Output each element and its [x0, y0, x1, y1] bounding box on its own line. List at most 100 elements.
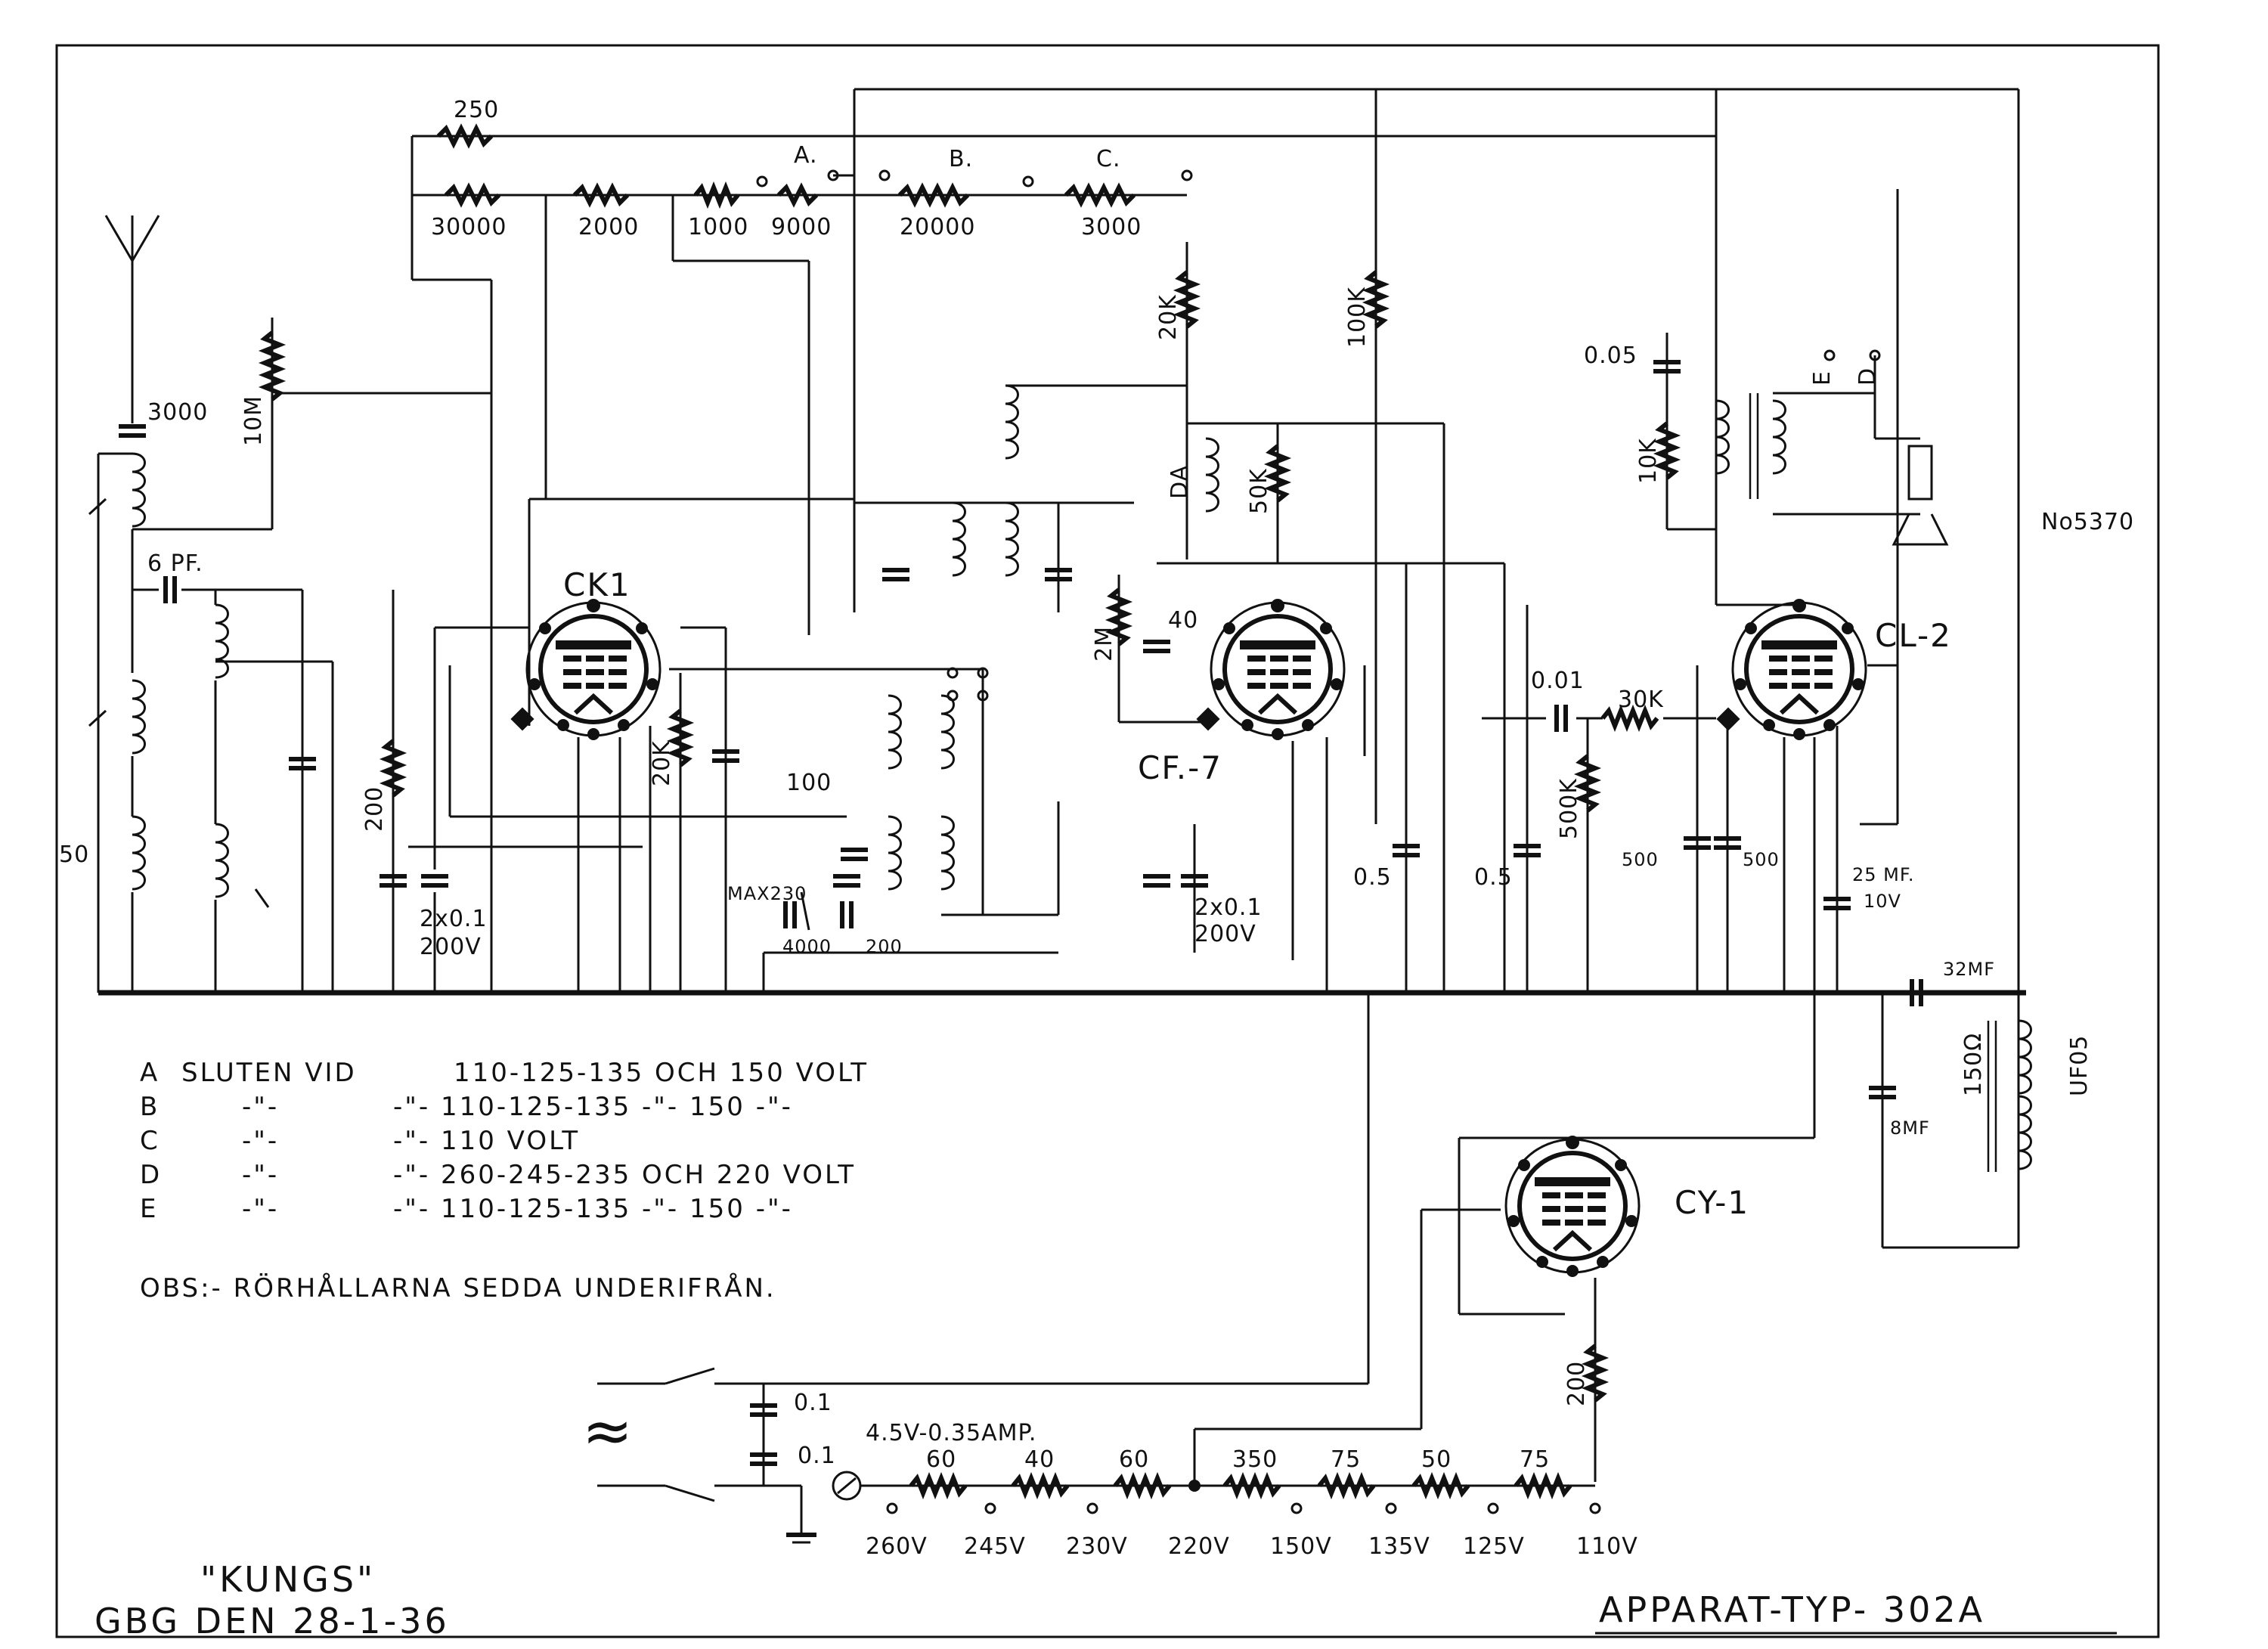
label-6pf: 6 PF.	[147, 550, 203, 577]
antenna	[104, 215, 160, 423]
drawing-border	[55, 44, 2160, 1638]
drawing-date: GBG DEN 28-1-36	[94, 1601, 450, 1641]
label-75-a: 75	[1331, 1446, 1361, 1473]
cf7-label: CF.-7	[1138, 749, 1222, 786]
label-10m: 10M	[240, 395, 267, 446]
legend-key: B	[140, 1092, 160, 1122]
legend-col1: SLUTEN VID	[181, 1058, 357, 1088]
label-9000: 9000	[771, 214, 832, 240]
label-150v: 150V	[1270, 1533, 1332, 1560]
label-0.1-a: 0.1	[794, 1390, 832, 1416]
label-r200: 200	[361, 786, 388, 832]
label-da: DA	[1167, 465, 1193, 499]
label-50: 50	[59, 842, 89, 868]
label-max230: MAX230	[727, 883, 807, 904]
ck1-pins	[577, 626, 983, 993]
label-60-b: 60	[1119, 1446, 1149, 1473]
label-50k: 50K	[1246, 468, 1272, 514]
label-2m: 2M	[1091, 626, 1117, 662]
output-stage	[1653, 333, 1949, 546]
legend-key: C	[140, 1126, 160, 1156]
label-50: 50	[1421, 1446, 1452, 1473]
input-circuit	[88, 426, 333, 993]
label-200v-a: 200V	[420, 934, 482, 960]
tap-e-label: E	[1809, 370, 1836, 386]
label-1000: 1000	[688, 214, 748, 240]
label-20k-cf7: 20K	[1155, 294, 1182, 340]
label-uf05: UF05	[2066, 1035, 2093, 1096]
if-transformer	[854, 384, 1187, 612]
label-500k: 500K	[1556, 778, 1582, 839]
label-0.01: 0.01	[1531, 668, 1585, 694]
label-245v: 245V	[964, 1533, 1026, 1560]
label-200v-b: 200V	[1194, 921, 1256, 947]
label-0.5-b: 0.5	[1474, 864, 1513, 891]
label-135v: 135V	[1368, 1533, 1430, 1560]
rectifier-section	[1367, 993, 1816, 1482]
legend-row: E -"- -"- 110-125-135 -"- 150 -"-	[140, 1194, 793, 1224]
label-2x01-b: 2x0.1	[1194, 894, 1263, 921]
label-500-b: 500	[1743, 849, 1780, 870]
footer: "KUNGS" GBG DEN 28-1-36 APPARAT-TYP- 302…	[94, 1559, 2117, 1641]
voltage-divider-resistors	[436, 123, 1193, 209]
label-10v: 10V	[1864, 891, 1901, 912]
label-10k: 10K	[1635, 438, 1662, 484]
label-75-b: 75	[1520, 1446, 1550, 1473]
label-lamp: 4.5V-0.35AMP.	[866, 1420, 1036, 1446]
label-40: 40	[1168, 607, 1198, 634]
label-2000: 2000	[578, 214, 639, 240]
cl2-label: CL-2	[1875, 617, 1952, 654]
legend-row: C -"- -"- 110 VOLT	[140, 1126, 580, 1156]
heater-resistors	[886, 1471, 1601, 1514]
serial-number: No5370	[2041, 509, 2134, 535]
label-2x01-a: 2x0.1	[420, 906, 488, 932]
component-labels: 250 30000 2000 1000 9000 20000 3000 A. B…	[59, 97, 2134, 1560]
legend-key: E	[140, 1194, 158, 1224]
label-r200-cy1: 200	[1563, 1361, 1590, 1406]
legend-col2: -"- 110-125-135 -"- 150 -"-	[393, 1194, 793, 1224]
cy1-tube	[1506, 1136, 1639, 1277]
legend-col1: -"-	[242, 1160, 279, 1190]
label-250: 250	[454, 97, 499, 123]
legend-col2: -"- 260-245-235 OCH 220 VOLT	[393, 1160, 856, 1190]
label-3000: 3000	[1081, 214, 1142, 240]
label-100k: 100K	[1344, 287, 1371, 348]
tube-labels: CK1 CF.-7 CL-2 CY-1	[563, 566, 1952, 1221]
label-0.05: 0.05	[1584, 343, 1637, 369]
oscillator-section	[712, 667, 1060, 993]
label-0.5-a: 0.5	[1353, 864, 1392, 891]
ck1-label: CK1	[563, 566, 631, 603]
tap-d-label: D	[1854, 367, 1881, 386]
label-100: 100	[786, 770, 832, 796]
legend-key: A	[140, 1058, 160, 1088]
label-25mf: 25 MF.	[1852, 864, 1914, 885]
label-60-a: 60	[926, 1446, 956, 1473]
label-150ohm: 150Ω	[1960, 1033, 1987, 1096]
label-c3000: 3000	[147, 399, 208, 426]
label-200-osc: 200	[866, 936, 903, 957]
label-500-a: 500	[1622, 849, 1659, 870]
tap-c-label: C.	[1096, 146, 1120, 172]
label-32mf: 32MF	[1943, 959, 1995, 980]
label-0.1-b: 0.1	[798, 1443, 836, 1469]
legend-col2: 110-125-135 OCH 150 VOLT	[454, 1058, 869, 1088]
coupling-section	[1393, 423, 1741, 993]
tap-a-label: A.	[794, 142, 818, 169]
ck1-stage	[331, 497, 854, 993]
label-260v: 260V	[866, 1533, 928, 1560]
label-20000: 20000	[900, 214, 975, 240]
apparatus-type: APPARAT-TYP- 302A	[1599, 1589, 1985, 1630]
legend-col2: -"- 110 VOLT	[393, 1126, 580, 1156]
cy1-label: CY-1	[1675, 1184, 1749, 1221]
legend-col1: -"-	[242, 1126, 279, 1156]
legend: A SLUTEN VID 110-125-135 OCH 150 VOLT B …	[140, 1058, 869, 1303]
legend-col1: -"-	[242, 1092, 279, 1122]
volume-pot	[132, 318, 491, 531]
legend-note: OBS:- RÖRHÅLLARNA SEDDA UNDERIFRÅN.	[140, 1272, 776, 1303]
label-40: 40	[1024, 1446, 1055, 1473]
ac-symbol: ≈	[582, 1396, 633, 1466]
label-30k: 30K	[1618, 687, 1664, 713]
legend-row: A SLUTEN VID 110-125-135 OCH 150 VOLT	[140, 1058, 869, 1088]
cf7-stage	[1105, 242, 1504, 993]
